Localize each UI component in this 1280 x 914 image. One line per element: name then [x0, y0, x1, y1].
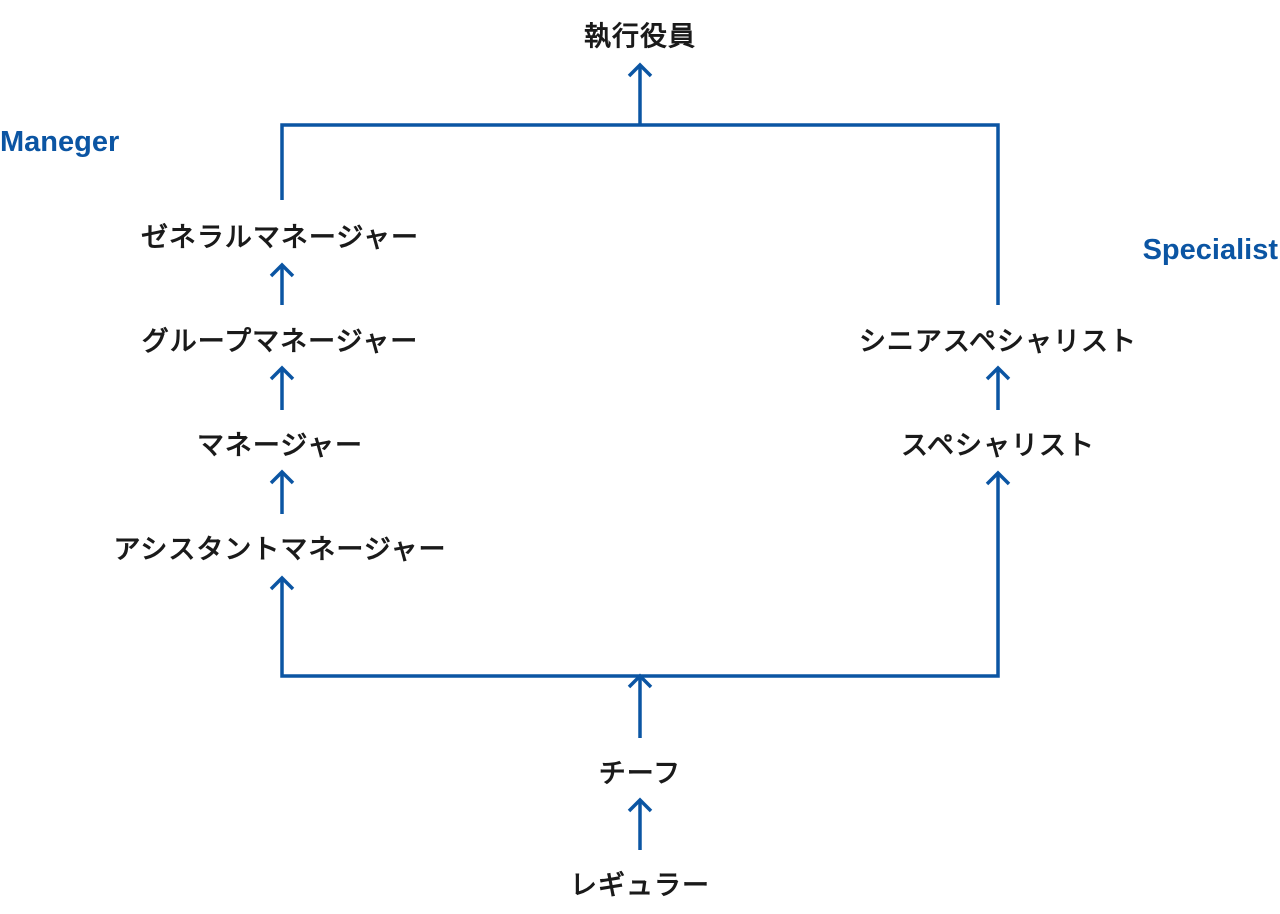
arrowhead-gm	[269, 262, 295, 278]
node-general-manager: ゼネラルマネージャー	[140, 222, 420, 254]
node-executive: 執行役員	[584, 21, 696, 53]
arrowhead-assistant-manager	[269, 575, 295, 591]
manager-track-label: Maneger	[0, 126, 120, 158]
arrowhead-executive	[627, 62, 653, 78]
bracket-bottom	[280, 473, 1000, 678]
arrowhead-manager	[269, 469, 295, 485]
arrowhead-specialist	[985, 470, 1011, 486]
arrowhead-chief	[627, 797, 653, 813]
node-regular: レギュラー	[570, 870, 710, 902]
arrowhead-senior-specialist	[985, 365, 1011, 381]
specialist-track-label: Specialist	[1142, 234, 1278, 266]
node-group-manager: グループマネージャー	[141, 326, 419, 358]
node-assistant-manager: アシスタントマネージャー	[113, 534, 447, 566]
arrowhead-bracket	[627, 673, 653, 689]
arrowhead-group-manager	[269, 365, 295, 381]
node-specialist: スペシャリスト	[900, 430, 1096, 462]
node-chief: チーフ	[598, 758, 682, 790]
node-manager: マネージャー	[196, 430, 364, 462]
node-senior-specialist: シニアスペシャリスト	[858, 326, 1138, 358]
